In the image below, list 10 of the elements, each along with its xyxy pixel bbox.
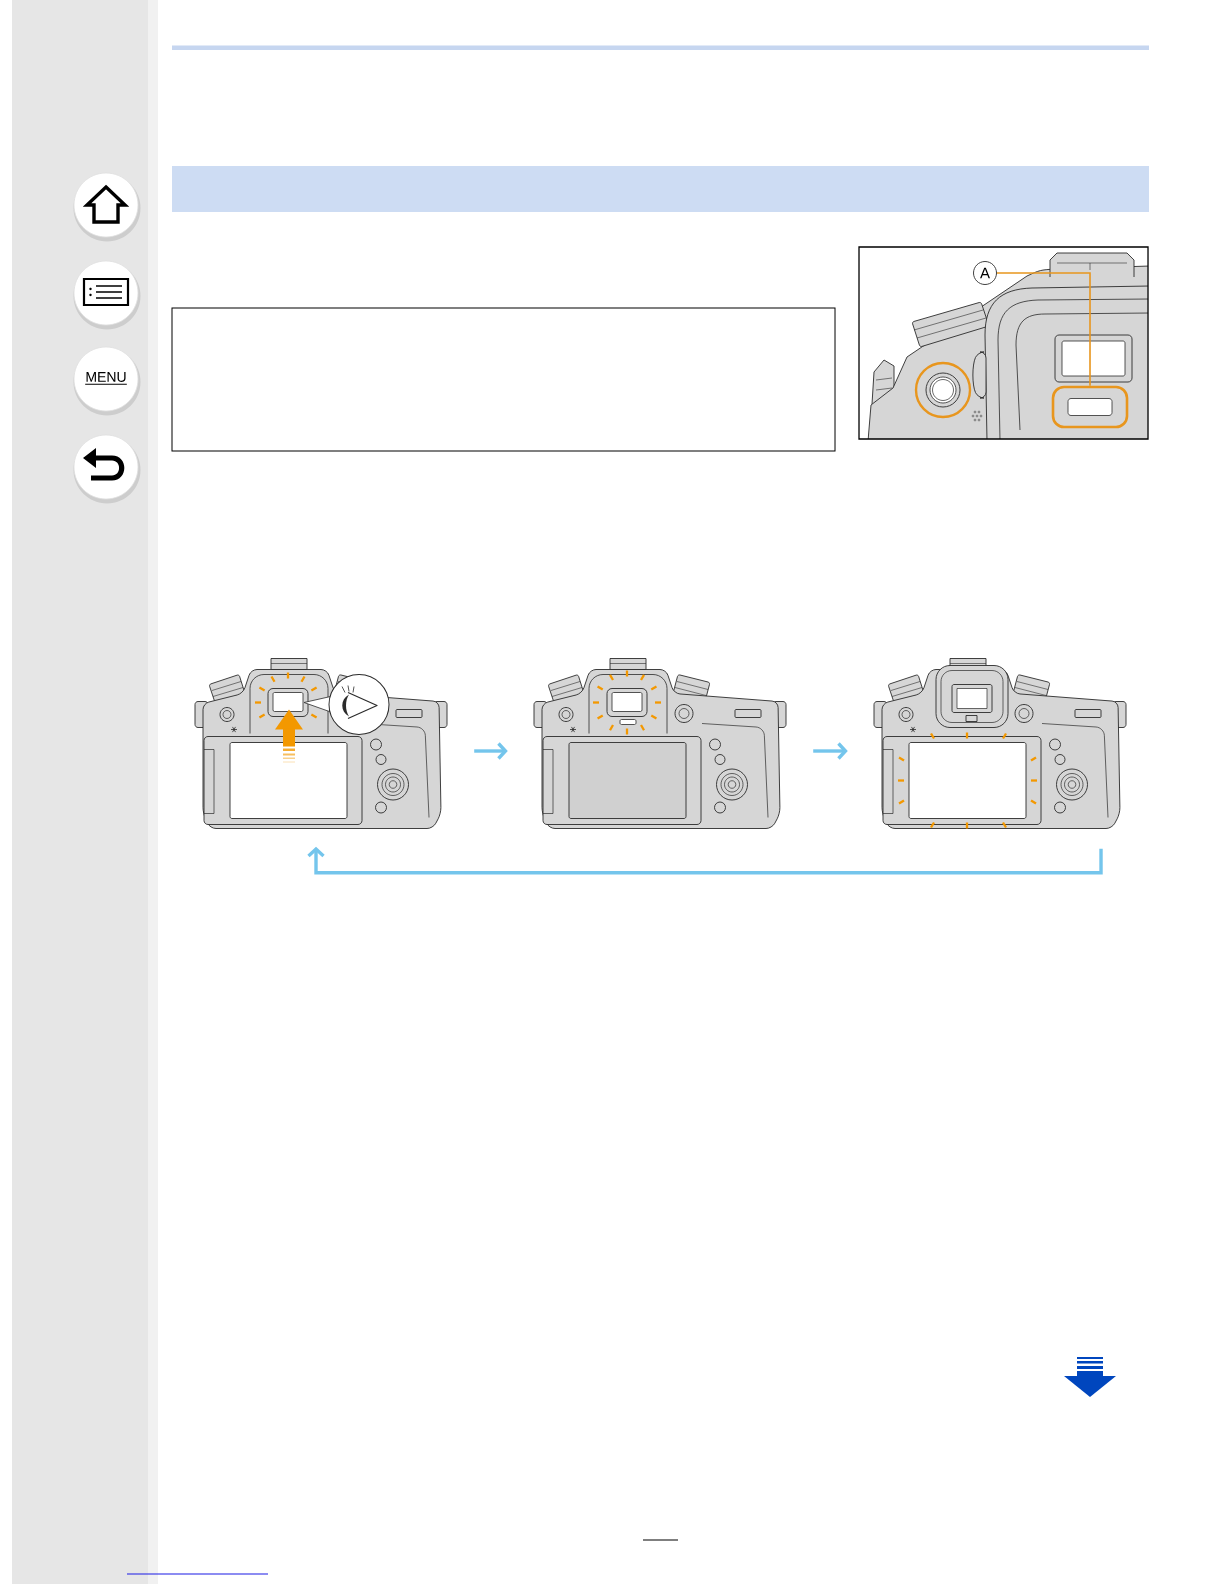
camera-drawing — [873, 658, 1127, 829]
sensor-window — [1051, 385, 1129, 429]
arrow — [307, 846, 1103, 875]
arrow — [474, 742, 508, 760]
note-box — [171, 307, 836, 452]
leader-line — [996, 272, 1091, 387]
arrow — [813, 742, 848, 760]
callout-letter: A — [973, 261, 997, 285]
menu-button: MENU — [73, 346, 141, 416]
camera-drawing — [533, 658, 787, 829]
